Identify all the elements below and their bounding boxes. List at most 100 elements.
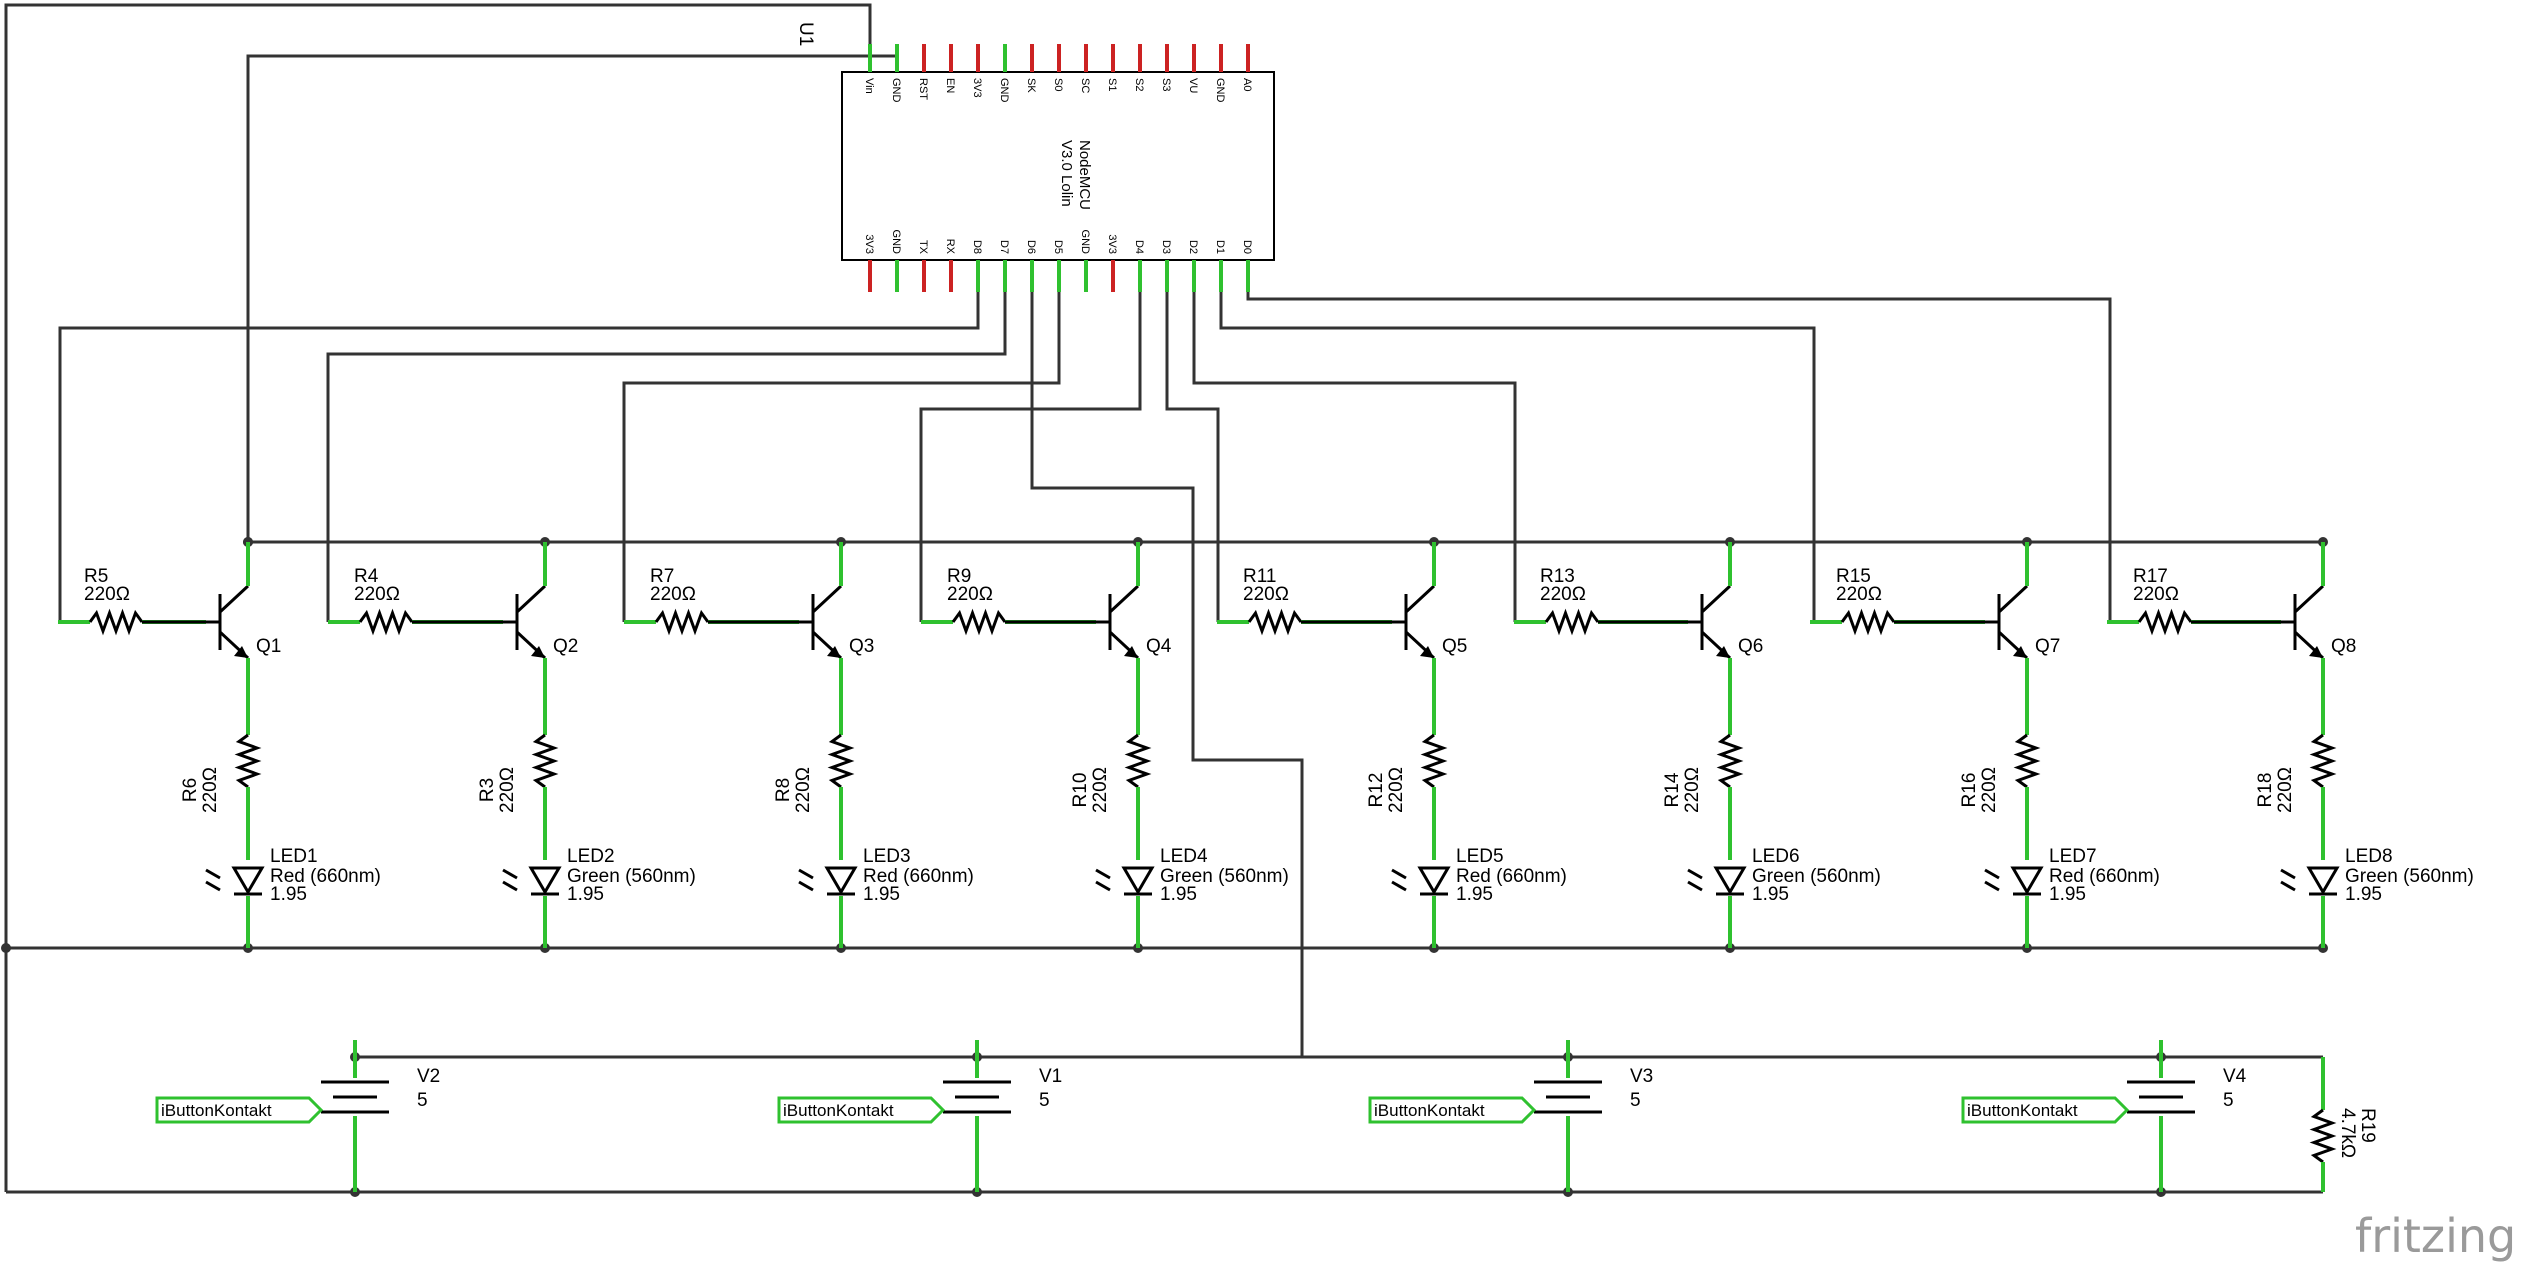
base-resistor-value: 220Ω bbox=[84, 584, 130, 605]
led-color: Green (560nm) bbox=[567, 866, 696, 887]
base-resistor-value: 220Ω bbox=[2133, 584, 2179, 605]
base-resistor-symbol bbox=[1840, 608, 1896, 636]
mcu-bottom-pin-label: D3 bbox=[1160, 240, 1172, 254]
base-resistor-symbol bbox=[358, 608, 414, 636]
led-ref: LED5 bbox=[1456, 846, 1504, 867]
emitter-arrow bbox=[2309, 646, 2323, 658]
mcu-ref-label: U1 bbox=[795, 22, 816, 46]
transistor-collector bbox=[218, 584, 250, 614]
led-resistor-symbol bbox=[1716, 733, 1744, 789]
battery-value: 5 bbox=[2223, 1090, 2234, 1111]
mcu-name-line1: NodeMCU bbox=[1076, 140, 1093, 210]
led-light-arrow bbox=[1095, 868, 1111, 880]
net-label-text: iButtonKontakt bbox=[1967, 1101, 2078, 1120]
battery-value: 5 bbox=[1039, 1090, 1050, 1111]
base-resistor-value: 220Ω bbox=[1540, 584, 1586, 605]
net-label-tag[interactable] bbox=[155, 1096, 324, 1124]
base-resistor-symbol bbox=[654, 608, 710, 636]
mcu-bottom-pin-label: TX bbox=[917, 240, 929, 255]
battery-ref: V2 bbox=[417, 1066, 440, 1087]
led-ref: LED3 bbox=[863, 846, 911, 867]
led-resistor-value: 220Ω bbox=[2275, 767, 2296, 813]
led-light-arrow bbox=[2280, 880, 2296, 892]
mcu-bottom-pin-label: 3V3 bbox=[1106, 234, 1118, 254]
led-ref: LED1 bbox=[270, 846, 318, 867]
led-triangle bbox=[528, 866, 562, 895]
pullup-value: 4.7kΩ bbox=[2337, 1108, 2358, 1158]
mcu-top-pin-label: S2 bbox=[1133, 78, 1145, 91]
base-resistor-value: 220Ω bbox=[1836, 584, 1882, 605]
net-label-text: iButtonKontakt bbox=[161, 1101, 272, 1120]
mcu-name-line2: V3.0 Lolin bbox=[1058, 140, 1075, 207]
fritzing-logo: fritzing bbox=[2355, 1209, 2516, 1263]
mcu-top-pin-label: A0 bbox=[1241, 78, 1253, 91]
net-label-tag[interactable] bbox=[777, 1096, 946, 1124]
led-light-arrow bbox=[502, 868, 518, 880]
led-resistor-ref: R16 bbox=[1959, 773, 1980, 808]
base-resistor-symbol bbox=[1247, 608, 1303, 636]
led-resistor-value: 220Ω bbox=[1979, 767, 2000, 813]
mcu-bottom-pin-label: GND bbox=[890, 230, 902, 255]
base-resistor-value: 220Ω bbox=[1243, 584, 1289, 605]
base-resistor-ref: R11 bbox=[1243, 566, 1276, 587]
led-resistor-ref: R12 bbox=[1366, 773, 1387, 808]
led-resistor-symbol bbox=[827, 733, 855, 789]
transistor-ref: Q2 bbox=[553, 636, 578, 657]
mcu-top-pin-label: GND bbox=[1214, 78, 1226, 103]
led-voltage: 1.95 bbox=[2345, 884, 2382, 905]
net-label-tag[interactable] bbox=[1961, 1096, 2130, 1124]
pullup-resistor-symbol bbox=[2309, 1108, 2337, 1164]
transistor-collector bbox=[811, 584, 843, 614]
base-resistor-ref: R17 bbox=[2133, 566, 2168, 587]
led-light-arrow bbox=[1687, 868, 1703, 880]
mcu-top-pin-label: VU bbox=[1187, 78, 1199, 93]
net-label-text: iButtonKontakt bbox=[783, 1101, 894, 1120]
battery-ref: V4 bbox=[2223, 1066, 2247, 1087]
mcu-top-pin-label: S1 bbox=[1106, 78, 1118, 91]
emitter-arrow bbox=[1716, 646, 1730, 658]
led-color: Red (660nm) bbox=[863, 866, 974, 887]
transistor-collector bbox=[2293, 584, 2325, 614]
led-light-arrow bbox=[205, 880, 221, 892]
parts-layer bbox=[58, 44, 2340, 1192]
mcu-top-pin-label: RST bbox=[917, 78, 929, 100]
sig-d3-wire bbox=[1165, 292, 1220, 622]
sig-d1-wire bbox=[1219, 292, 1816, 622]
led-light-arrow bbox=[798, 880, 814, 892]
mcu-bottom-pin-label: 3V3 bbox=[863, 234, 875, 254]
mcu-top-pin-label: S0 bbox=[1052, 78, 1064, 91]
net-label-tag[interactable] bbox=[1368, 1096, 1537, 1124]
led-resistor-value: 220Ω bbox=[497, 767, 518, 813]
led-resistor-value: 220Ω bbox=[200, 767, 221, 813]
transistor-ref: Q4 bbox=[1146, 636, 1172, 657]
mcu-top-pin-label: Vin bbox=[863, 78, 875, 94]
mcu-bottom-pin-label: D6 bbox=[1025, 240, 1037, 254]
led-light-arrow bbox=[205, 868, 221, 880]
nodemcu-body bbox=[841, 71, 1275, 261]
battery-value: 5 bbox=[1630, 1090, 1641, 1111]
led-triangle bbox=[1713, 866, 1747, 895]
led-resistor-value: 220Ω bbox=[1386, 767, 1407, 813]
emitter-arrow bbox=[1124, 646, 1138, 658]
led-resistor-symbol bbox=[234, 733, 262, 789]
mcu-bottom-pin-label: GND bbox=[1079, 230, 1091, 255]
base-resistor-value: 220Ω bbox=[650, 584, 696, 605]
emitter-arrow bbox=[234, 646, 248, 658]
emitter-arrow bbox=[531, 646, 545, 658]
net-label-text: iButtonKontakt bbox=[1374, 1101, 1485, 1120]
led-triangle bbox=[2306, 866, 2340, 895]
mcu-bottom-pin-label: D8 bbox=[971, 240, 983, 254]
battery-ref: V3 bbox=[1630, 1066, 1653, 1087]
led-triangle bbox=[2010, 866, 2044, 895]
led-color: Green (560nm) bbox=[1752, 866, 1881, 887]
base-resistor-symbol bbox=[951, 608, 1007, 636]
emitter-arrow bbox=[2013, 646, 2027, 658]
led-resistor-symbol bbox=[1420, 733, 1448, 789]
emitter-arrow bbox=[1420, 646, 1434, 658]
led-resistor-symbol bbox=[2013, 733, 2041, 789]
led-color: Red (660nm) bbox=[2049, 866, 2160, 887]
sig-d7-wire bbox=[326, 292, 1007, 622]
led-resistor-ref: R8 bbox=[773, 778, 794, 802]
mcu-bottom-pin-label: D2 bbox=[1187, 240, 1199, 254]
led-ref: LED2 bbox=[567, 846, 615, 867]
